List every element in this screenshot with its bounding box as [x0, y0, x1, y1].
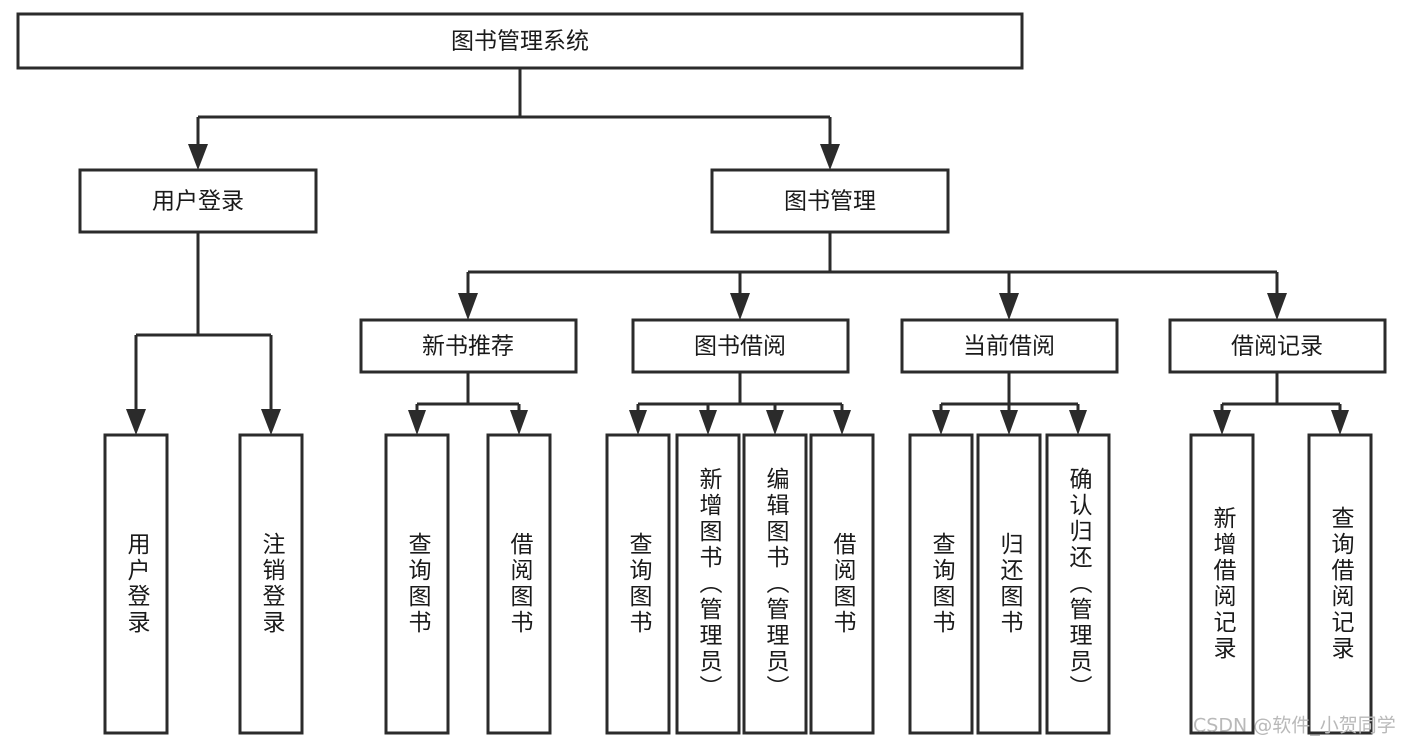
leaf-query-book-borrow-box[interactable] [605, 433, 671, 735]
leaf-confirm-return-box[interactable] [1045, 433, 1111, 735]
leaf-borrow-book-label: 借阅图书 [829, 532, 857, 636]
node-book-borrow-box[interactable] [631, 318, 850, 374]
leaf-borrow-book-recommend-box[interactable] [486, 433, 552, 735]
leaf-node-logout[interactable]: 注销登录 [238, 433, 304, 735]
arrowhead-leaf-logout [261, 409, 281, 435]
arrowhead-to-borrow-record [1267, 293, 1287, 320]
leaf-node-return-book[interactable]: 归还图书 [976, 433, 1042, 735]
leaf-node-query-book-borrow[interactable]: 查询图书 [605, 433, 671, 735]
leaf-query-book-current-label: 查询图书 [928, 532, 956, 636]
leaf-query-borrow-record-box[interactable] [1307, 433, 1373, 735]
connector-layer [126, 68, 1349, 435]
node-user-login-label: 用户登录 [152, 189, 244, 215]
leaf-query-book-recommend-box[interactable] [384, 433, 450, 735]
arrowhead-to-book-mgmt [820, 144, 840, 170]
leaf-edit-book-box[interactable] [742, 433, 808, 735]
leaf-node-user-login[interactable]: 用户登录 [103, 433, 169, 735]
arrowhead-leaf-query-record [1331, 410, 1349, 435]
leaf-add-borrow-record-box[interactable] [1189, 433, 1255, 735]
node-borrow-record-box[interactable] [1168, 318, 1387, 374]
arrowhead-leaf-edit-book [766, 410, 784, 435]
leaf-add-borrow-record-label: 新增借阅记录 [1209, 506, 1237, 662]
node-book-management-label: 图书管理 [784, 189, 876, 215]
leaf-user-login-label: 用户登录 [123, 532, 151, 636]
leaf-logout-label: 注销登录 [258, 532, 286, 636]
arrowhead-to-new-book [458, 293, 478, 320]
node-new-book-recommend-label: 新书推荐 [422, 334, 514, 360]
arrowhead-to-current-borrow [999, 293, 1019, 320]
leaf-logout-box[interactable] [238, 433, 304, 735]
leaf-node-borrow-book-recommend[interactable]: 借阅图书 [486, 433, 552, 735]
node-borrow-record-label: 借阅记录 [1231, 334, 1323, 360]
leaf-borrow-book-recommend-label: 借阅图书 [506, 532, 534, 636]
watermark-label: CSDN @软件_小贺同学 [1193, 715, 1396, 737]
node-root-label: 图书管理系统 [451, 29, 589, 55]
arrowhead-leaf-confirm-return [1069, 410, 1087, 435]
node-user-login-box[interactable] [78, 168, 318, 234]
leaf-query-book-recommend-label: 查询图书 [404, 532, 432, 636]
leaf-add-book-box[interactable] [675, 433, 741, 735]
leaf-node-query-book-recommend[interactable]: 查询图书 [384, 433, 450, 735]
arrowhead-to-book-borrow [730, 293, 750, 320]
leaf-edit-book-label: 编辑图书（管理员） [762, 467, 790, 701]
node-book-management[interactable]: 图书管理 [710, 168, 950, 234]
leaf-confirm-return-label: 确认归还（管理员） [1065, 467, 1093, 701]
leaf-node-edit-book[interactable]: 编辑图书（管理员） [742, 433, 808, 735]
leaf-node-query-borrow-record[interactable]: 查询借阅记录 [1307, 433, 1373, 735]
leaf-user-login-box[interactable] [103, 433, 169, 735]
node-current-borrow-label: 当前借阅 [963, 334, 1055, 360]
node-user-login[interactable]: 用户登录 [78, 168, 318, 234]
arrowhead-leaf-add-book [699, 410, 717, 435]
leaf-node-query-book-current[interactable]: 查询图书 [908, 433, 974, 735]
leaf-node-add-borrow-record[interactable]: 新增借阅记录 [1189, 433, 1255, 735]
leaf-query-book-borrow-label: 查询图书 [625, 532, 653, 636]
leaf-node-borrow-book[interactable]: 借阅图书 [809, 433, 875, 735]
arrowhead-leaf-borrow-book-1 [510, 410, 528, 435]
leaf-query-book-current-box[interactable] [908, 433, 974, 735]
leaf-add-book-label: 新增图书（管理员） [695, 467, 723, 701]
node-current-borrow[interactable]: 当前借阅 [900, 318, 1119, 374]
leaf-borrow-book-box[interactable] [809, 433, 875, 735]
leaf-return-book-box[interactable] [976, 433, 1042, 735]
node-book-borrow[interactable]: 图书借阅 [631, 318, 850, 374]
arrowhead-leaf-query-book-2 [629, 410, 647, 435]
leaf-node-confirm-return[interactable]: 确认归还（管理员） [1045, 433, 1111, 735]
arrowhead-leaf-return-book [1000, 410, 1018, 435]
arrowhead-leaf-user-login [126, 409, 146, 435]
node-new-book-recommend[interactable]: 新书推荐 [359, 318, 578, 374]
arrowhead-leaf-query-book-1 [408, 410, 426, 435]
node-book-borrow-label: 图书借阅 [694, 334, 786, 360]
arrowhead-leaf-add-record [1213, 410, 1231, 435]
arrowhead-to-user-login [188, 144, 208, 170]
arrowhead-leaf-borrow-book-2 [833, 410, 851, 435]
node-new-book-recommend-box[interactable] [359, 318, 578, 374]
node-current-borrow-box[interactable] [900, 318, 1119, 374]
arrowhead-leaf-query-book-3 [932, 410, 950, 435]
node-root-box[interactable] [16, 12, 1024, 70]
leaf-node-add-book[interactable]: 新增图书（管理员） [675, 433, 741, 735]
node-root-book-management-system[interactable]: 图书管理系统 [16, 12, 1024, 70]
leaf-query-borrow-record-label: 查询借阅记录 [1327, 506, 1355, 662]
node-borrow-record[interactable]: 借阅记录 [1168, 318, 1387, 374]
node-book-management-box[interactable] [710, 168, 950, 234]
leaf-return-book-label: 归还图书 [996, 532, 1024, 636]
